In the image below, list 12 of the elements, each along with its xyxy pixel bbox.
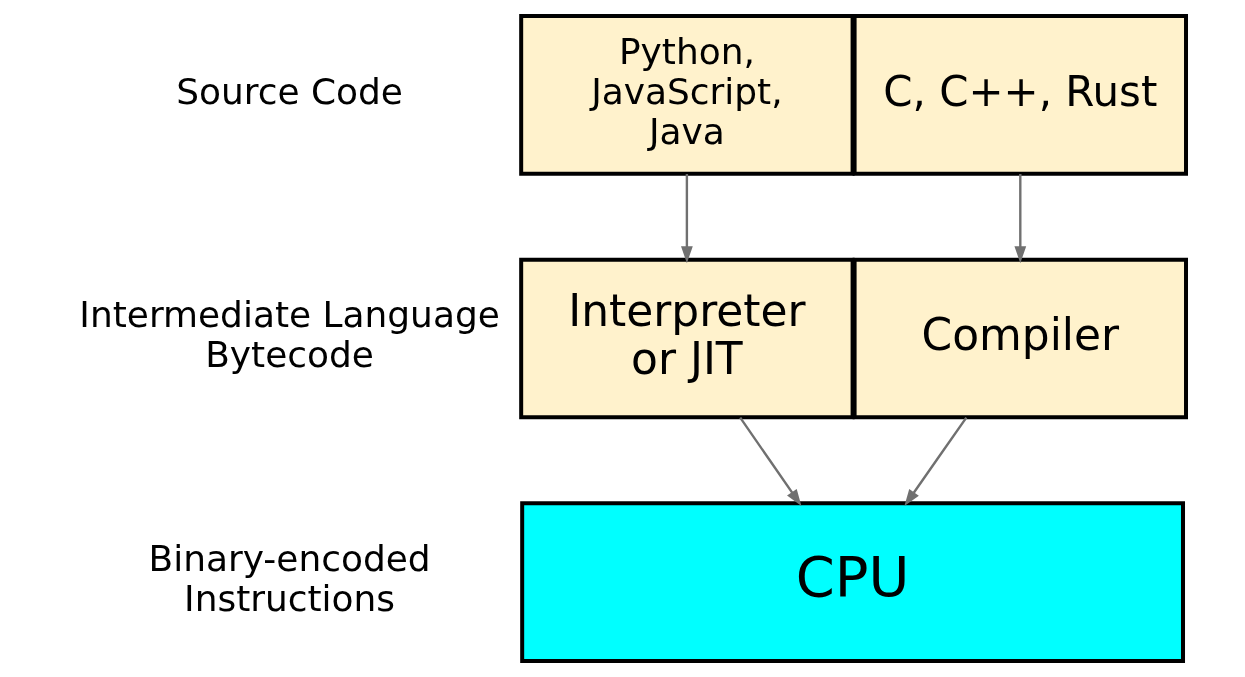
arrow xyxy=(680,174,693,264)
arrow xyxy=(738,416,801,507)
node-box: CPU xyxy=(519,501,1185,663)
label: Source Code xyxy=(175,70,403,112)
node-box: Compiler xyxy=(852,257,1188,420)
node-box: Python, JavaScript, Java xyxy=(518,14,855,176)
node-box: Interpreter or JIT xyxy=(518,257,855,420)
arrow xyxy=(1013,174,1026,264)
node-box: C, C++, Rust xyxy=(852,14,1188,176)
arrow xyxy=(903,416,967,507)
label: Binary-encoded Instructions xyxy=(148,537,431,619)
label: Intermediate Language Bytecode xyxy=(78,294,500,376)
